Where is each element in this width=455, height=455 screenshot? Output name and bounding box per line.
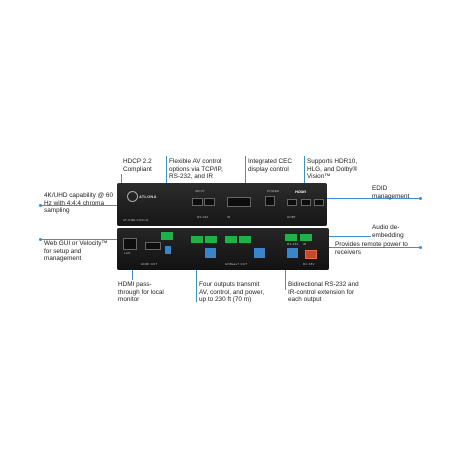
audio-terminal[interactable] [285, 234, 297, 241]
power-button[interactable] [265, 196, 275, 206]
output-4-terminal[interactable] [239, 236, 251, 243]
device-rear-panel: LAN HDMI OUT HDBaseT OUT RS-232 IR DC 48… [117, 228, 329, 270]
leader-cec [245, 156, 246, 194]
callout-uhd: 4K/UHD capability @ 60 Hz with 4:4:4 chr… [44, 192, 114, 215]
callout-edid: EDID management [372, 185, 410, 200]
callout-cec: Integrated CEC display control [248, 158, 293, 173]
hdmi-logo: HDMI [295, 189, 307, 194]
front-label-power: POWER [267, 189, 280, 193]
lan-port[interactable] [123, 238, 137, 250]
leader-av-control [166, 156, 167, 194]
callout-remote-power: Provides remote power to receivers [335, 241, 408, 256]
dot-web-gui [39, 238, 42, 241]
callout-web-gui: Web GUI or Velocity™ for setup and manag… [44, 240, 108, 263]
callout-bidirectional: Bidirectional RS-232 and IR-control exte… [288, 281, 359, 304]
rear-label-dc: DC 48V [303, 262, 315, 266]
rear-label-hdbt-out: HDBaseT OUT [225, 262, 248, 266]
leader-web-gui [40, 239, 152, 240]
callout-hdcp: HDCP 2.2 Compliant [123, 158, 152, 173]
leader-remote-power [322, 247, 421, 248]
callout-hdmi-pass: HDMI pass-through for local monitor [118, 281, 164, 304]
callout-four-outputs: Four outputs transmit AV, control, and p… [199, 281, 265, 304]
front-label-ir: IR [227, 215, 231, 219]
front-button-1[interactable] [192, 198, 203, 206]
rear-label-lan: LAN [124, 251, 131, 255]
callout-av-control: Flexible AV control options via TCP/IP, … [169, 158, 223, 181]
atlona-logo-icon [127, 191, 138, 202]
front-label-rs232: RS-232 [197, 215, 209, 219]
front-label-input: INPUT [195, 189, 205, 193]
leader-hdcp [121, 174, 122, 185]
dc-power-port[interactable] [305, 250, 317, 259]
rear-label-ir: IR [303, 242, 307, 246]
leader-edid [305, 198, 421, 199]
rear-label-rs232: RS-232 [287, 242, 299, 246]
front-display [227, 197, 251, 207]
output-3-terminal[interactable] [225, 236, 237, 243]
leader-audio [323, 236, 371, 237]
leader-four-outputs [196, 262, 197, 302]
ir-port[interactable] [165, 246, 171, 254]
device-front-panel: ATLONA AT-OME-CS31-D INPUT POWER RS-232 … [117, 183, 327, 226]
hdbt-out-2-port[interactable] [254, 248, 265, 258]
leader-bidirectional [285, 258, 286, 290]
output-2-terminal[interactable] [205, 236, 217, 243]
front-label-hdbt: HDBT [287, 215, 296, 219]
front-button-4[interactable] [301, 199, 311, 206]
hdmi-out-port[interactable] [145, 242, 161, 250]
hdbt-out-1-port[interactable] [205, 248, 216, 258]
output-1-terminal[interactable] [191, 236, 203, 243]
rear-label-hdmi-out: HDMI OUT [141, 262, 158, 266]
front-button-2[interactable] [204, 198, 215, 206]
rs232-terminal[interactable] [161, 232, 173, 240]
dot-edid [419, 197, 422, 200]
callout-hdr: Supports HDR10, HLG, and Dolby® Vision™ [307, 158, 358, 181]
dot-remote-power [419, 246, 422, 249]
brand-label: ATLONA [139, 194, 157, 199]
front-button-3[interactable] [287, 199, 297, 206]
leader-hdr [304, 156, 305, 186]
leader-hdmi-pass [132, 262, 133, 280]
audio-terminal-2[interactable] [300, 234, 312, 241]
leader-uhd [40, 205, 124, 206]
callout-audio: Audio de-embedding [372, 224, 404, 239]
hdbt-out-3-port[interactable] [287, 248, 298, 258]
front-button-5[interactable] [314, 199, 324, 206]
model-label: AT-OME-CS31-D [123, 218, 149, 222]
dot-uhd [39, 204, 42, 207]
